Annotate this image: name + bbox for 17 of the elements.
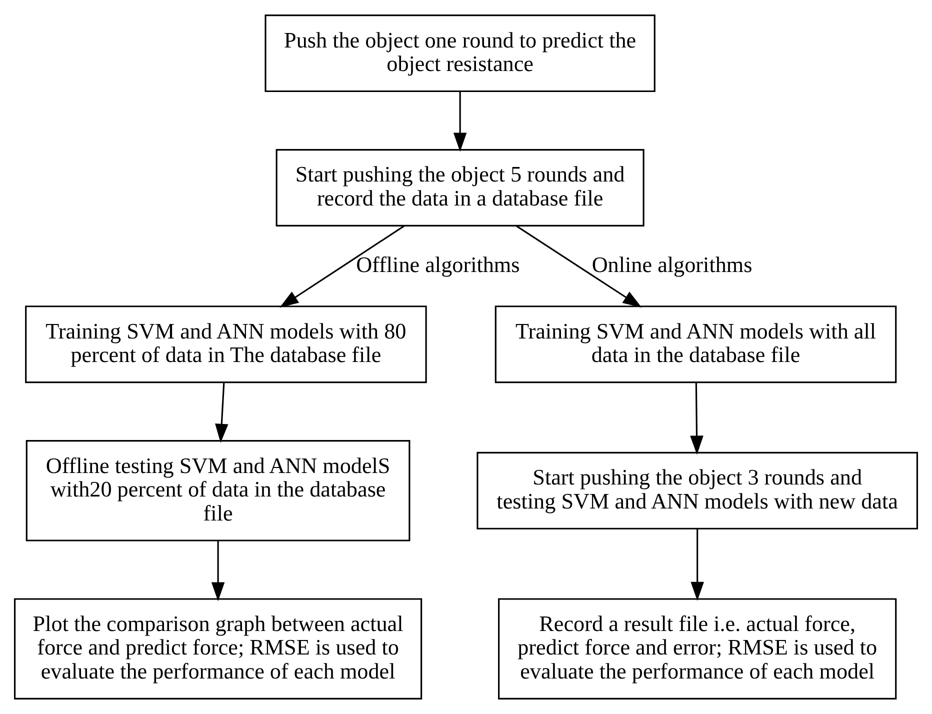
node-box: Offline testing SVM and ANN modelS with20 percent of data in the database file — [26, 440, 410, 542]
node-box: Training SVM and ANN models with 80 percent of data in The database file — [25, 306, 427, 384]
node-box: Start pushing the object 5 rounds and record the data in a database file — [276, 149, 644, 226]
arrow — [453, 91, 467, 152]
arrow — [280, 225, 404, 308]
node-box: Push the object one round to predict the object resistance — [264, 14, 656, 92]
arrow — [215, 382, 228, 443]
node-box: Training SVM and ANN models with all data in the database file — [494, 306, 897, 384]
node-box: Start pushing the object 3 rounds and testing SVM and ANN models with new data — [476, 452, 918, 530]
node-box: Record a result file i.e. actual force, predict force and error; RMSE is used to evaluate the performance of each model — [498, 598, 897, 700]
node-box: Plot the comparison graph between actual force and predict force; RMSE is used to evaluate the performance of each model — [14, 598, 422, 700]
edge-label: Offline algorithms — [356, 252, 520, 277]
arrow — [690, 528, 704, 601]
edge-label: Online algorithms — [592, 252, 752, 277]
arrow — [690, 382, 704, 455]
arrow — [516, 225, 642, 308]
arrow — [211, 540, 225, 602]
